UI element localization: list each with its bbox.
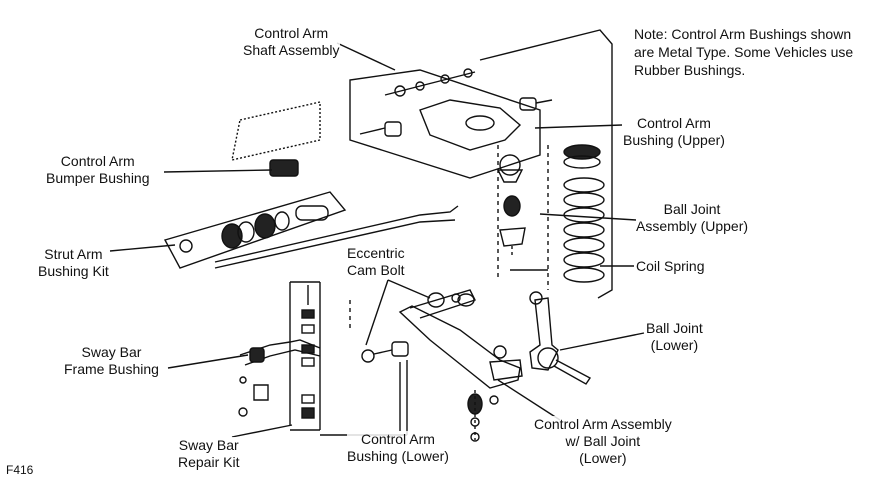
- label-line: Assembly (Upper): [636, 218, 749, 234]
- steering-knuckle: [529, 297, 559, 371]
- label-line: Coil Spring: [636, 258, 705, 274]
- note-line-2: are Metal Type. Some Vehicles use: [634, 44, 854, 60]
- label-line: Strut Arm: [44, 246, 103, 262]
- lower-control-arm: [398, 305, 521, 389]
- spring-bracket-line: [479, 29, 613, 299]
- upper-assembly-outline: [349, 69, 541, 179]
- sway-bar-frame-bushing: [249, 347, 265, 363]
- upper-bushing-right: [519, 97, 537, 111]
- label-line: Control Arm: [60, 153, 135, 169]
- label-line: Frame Bushing: [64, 361, 159, 377]
- label-control-arm-bumper-bushing: Control Arm Bumper Bushing: [46, 153, 150, 187]
- label-line: (Lower): [579, 450, 627, 466]
- label-line: Bushing (Lower): [347, 448, 449, 464]
- strut-rod: [214, 205, 459, 263]
- label-line: Sway Bar: [178, 437, 239, 453]
- upper-ball-joint: [499, 154, 521, 176]
- upper-arm-hole: [465, 115, 495, 131]
- label-control-arm-shaft-assembly: Control Arm Shaft Assembly: [243, 25, 340, 59]
- figure-id: F416: [6, 463, 34, 477]
- label-line: (Lower): [650, 337, 699, 353]
- upper-control-arm: [419, 99, 522, 151]
- eccentric-cam-bolt: [361, 349, 375, 363]
- sway-bar-repair-kit: [289, 281, 321, 431]
- note-line-1: Note: Control Arm Bushings shown: [634, 26, 852, 42]
- label-line: Repair Kit: [178, 454, 240, 470]
- label-ball-joint-upper: Ball Joint Assembly (Upper): [636, 201, 749, 235]
- label-line: Bumper Bushing: [46, 170, 150, 186]
- label-line: Bushing (Upper): [623, 132, 725, 148]
- label-ball-joint-lower: Ball Joint (Lower): [646, 320, 703, 354]
- label-coil-spring: Coil Spring: [636, 258, 705, 275]
- label-line: Control Arm: [361, 431, 435, 447]
- label-line: Bushing Kit: [38, 263, 109, 279]
- note-line-3: Rubber Bushings.: [634, 62, 746, 78]
- label-line: Ball Joint: [663, 201, 721, 217]
- label-control-arm-bushing-lower: Control Arm Bushing (Lower): [347, 431, 449, 465]
- label-eccentric-cam-bolt: Eccentric Cam Bolt: [347, 245, 405, 279]
- lower-bushing: [391, 341, 409, 357]
- label-sway-bar-repair-kit: Sway Bar Repair Kit: [178, 437, 240, 471]
- bushing-note: Note: Control Arm Bushings shown are Met…: [634, 25, 853, 79]
- label-line: Shaft Assembly: [243, 42, 340, 58]
- label-sway-bar-frame-bushing: Sway Bar Frame Bushing: [64, 344, 159, 378]
- control-arm-shaft: [384, 71, 476, 96]
- label-control-arm-assembly: Control Arm Assembly w/ Ball Joint (Lowe…: [534, 416, 672, 467]
- label-line: Control Arm: [254, 25, 329, 41]
- label-line: w/ Ball Joint: [565, 433, 641, 449]
- upper-bushing-left: [384, 121, 402, 137]
- label-line: Ball Joint: [646, 320, 703, 336]
- label-strut-arm-bushing-kit: Strut Arm Bushing Kit: [38, 246, 109, 280]
- bumper-pad-outline: [231, 101, 321, 161]
- label-line: Sway Bar: [81, 344, 142, 360]
- label-line: Cam Bolt: [347, 262, 405, 278]
- label-line: Eccentric: [347, 245, 405, 261]
- label-line: Control Arm: [637, 115, 711, 131]
- label-line: Control Arm Assembly: [534, 416, 672, 432]
- label-control-arm-bushing-upper: Control Arm Bushing (Upper): [623, 115, 725, 149]
- strut-kit-outline: [163, 191, 347, 269]
- bumper-bushing: [269, 159, 299, 177]
- coil-spring: [563, 144, 605, 283]
